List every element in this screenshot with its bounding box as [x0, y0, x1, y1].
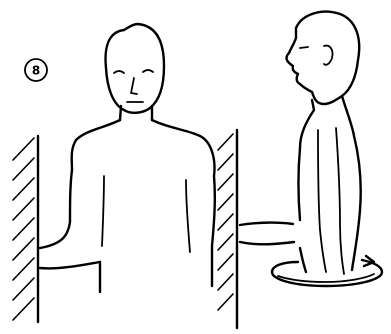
standing-person-side-icon — [286, 12, 360, 274]
left-wall-hatching — [13, 138, 34, 320]
middle-wall — [218, 130, 237, 328]
middle-wall-hatching — [218, 134, 233, 310]
side-figure-forearm — [240, 223, 294, 245]
step-marker: 8 — [25, 59, 47, 81]
left-wall — [13, 136, 38, 322]
rotation-arrow-icon — [272, 256, 382, 286]
standing-person-front-icon — [40, 24, 215, 292]
step-number: 8 — [32, 64, 40, 78]
